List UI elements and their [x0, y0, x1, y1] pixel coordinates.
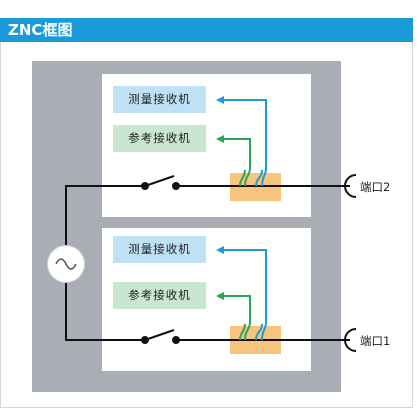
measure-receiver-top: 测量接收机: [113, 86, 206, 113]
reference-path-bottom-branch: [239, 323, 246, 341]
wire-top-left: [65, 185, 142, 245]
port1-connector-icon: [344, 328, 357, 352]
measure-path-bottom-branch: [255, 323, 263, 341]
measure-path-top: [216, 96, 267, 187]
reference-receiver-bottom: 参考接收机: [113, 282, 206, 309]
reference-path-top-branch: [239, 169, 246, 187]
reference-receiver-top: 参考接收机: [113, 125, 206, 152]
switch-icon: [141, 175, 180, 190]
port2-label: 端口2: [360, 180, 391, 194]
measure-path-bottom: [216, 246, 267, 341]
measure-path-top-branch: [255, 169, 263, 187]
reference-path-top: [216, 135, 251, 187]
measure-receiver-bottom: 测量接收机: [113, 236, 206, 263]
switch-icon: [141, 329, 180, 344]
reference-path-bottom: [216, 292, 251, 341]
diagram-title: ZNC框图: [0, 18, 413, 42]
port2-connector-icon: [344, 174, 357, 198]
sine-wave-source-icon: [55, 258, 77, 270]
wire-bottom-left: [65, 283, 142, 341]
port1-label: 端口1: [360, 334, 391, 348]
